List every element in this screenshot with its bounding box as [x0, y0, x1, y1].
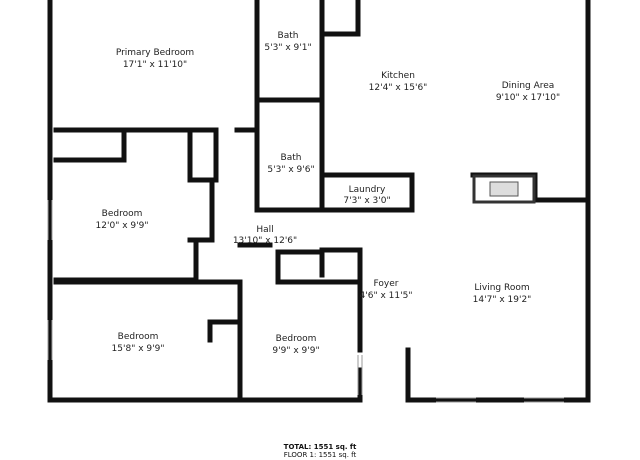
room-dims-bedroom-3: 9'9" x 9'9": [272, 346, 319, 356]
walls: [47, 0, 591, 403]
fireplace: [472, 174, 536, 204]
room-dims-kitchen: 12'4" x 15'6": [369, 83, 428, 93]
room-dims-bath-1: 5'3" x 9'1": [264, 43, 311, 53]
room-name-primary-bedroom: Primary Bedroom: [116, 48, 194, 58]
room-dims-bedroom-2: 15'8" x 9'9": [112, 344, 165, 354]
room-labels: Primary Bedroom 17'1" x 11'10" Bath 5'3"…: [96, 31, 561, 356]
room-dims-bath-2: 5'3" x 9'6": [267, 165, 314, 175]
room-dims-primary-bedroom: 17'1" x 11'10": [123, 60, 187, 70]
room-name-foyer: Foyer: [374, 279, 399, 289]
room-name-dining-area: Dining Area: [502, 81, 555, 91]
windows: [47, 200, 564, 403]
room-name-bedroom-2: Bedroom: [118, 332, 159, 342]
room-dims-dining-area: 9'10" x 17'10": [496, 93, 560, 103]
room-name-bedroom-1: Bedroom: [102, 209, 143, 219]
room-dims-living-room: 14'7" x 19'2": [473, 295, 532, 305]
room-dims-bedroom-1: 12'0" x 9'9": [96, 221, 149, 231]
room-name-living-room: Living Room: [474, 283, 529, 293]
total-area: TOTAL: 1551 sq. ft: [284, 443, 357, 451]
room-dims-laundry: 7'3" x 3'0": [343, 196, 390, 206]
area-totals: TOTAL: 1551 sq. ft FLOOR 1: 1551 sq. ft: [284, 443, 357, 459]
room-name-bedroom-3: Bedroom: [276, 334, 317, 344]
room-name-kitchen: Kitchen: [381, 71, 415, 81]
room-name-hall: Hall: [256, 225, 273, 235]
floor-area: FLOOR 1: 1551 sq. ft: [284, 451, 357, 459]
room-name-laundry: Laundry: [349, 185, 386, 195]
room-dims-hall: 13'10" x 12'6": [233, 236, 297, 246]
room-dims-foyer: 4'6" x 11'5": [360, 291, 413, 301]
room-name-bath-2: Bath: [281, 153, 302, 163]
room-name-bath-1: Bath: [278, 31, 299, 41]
